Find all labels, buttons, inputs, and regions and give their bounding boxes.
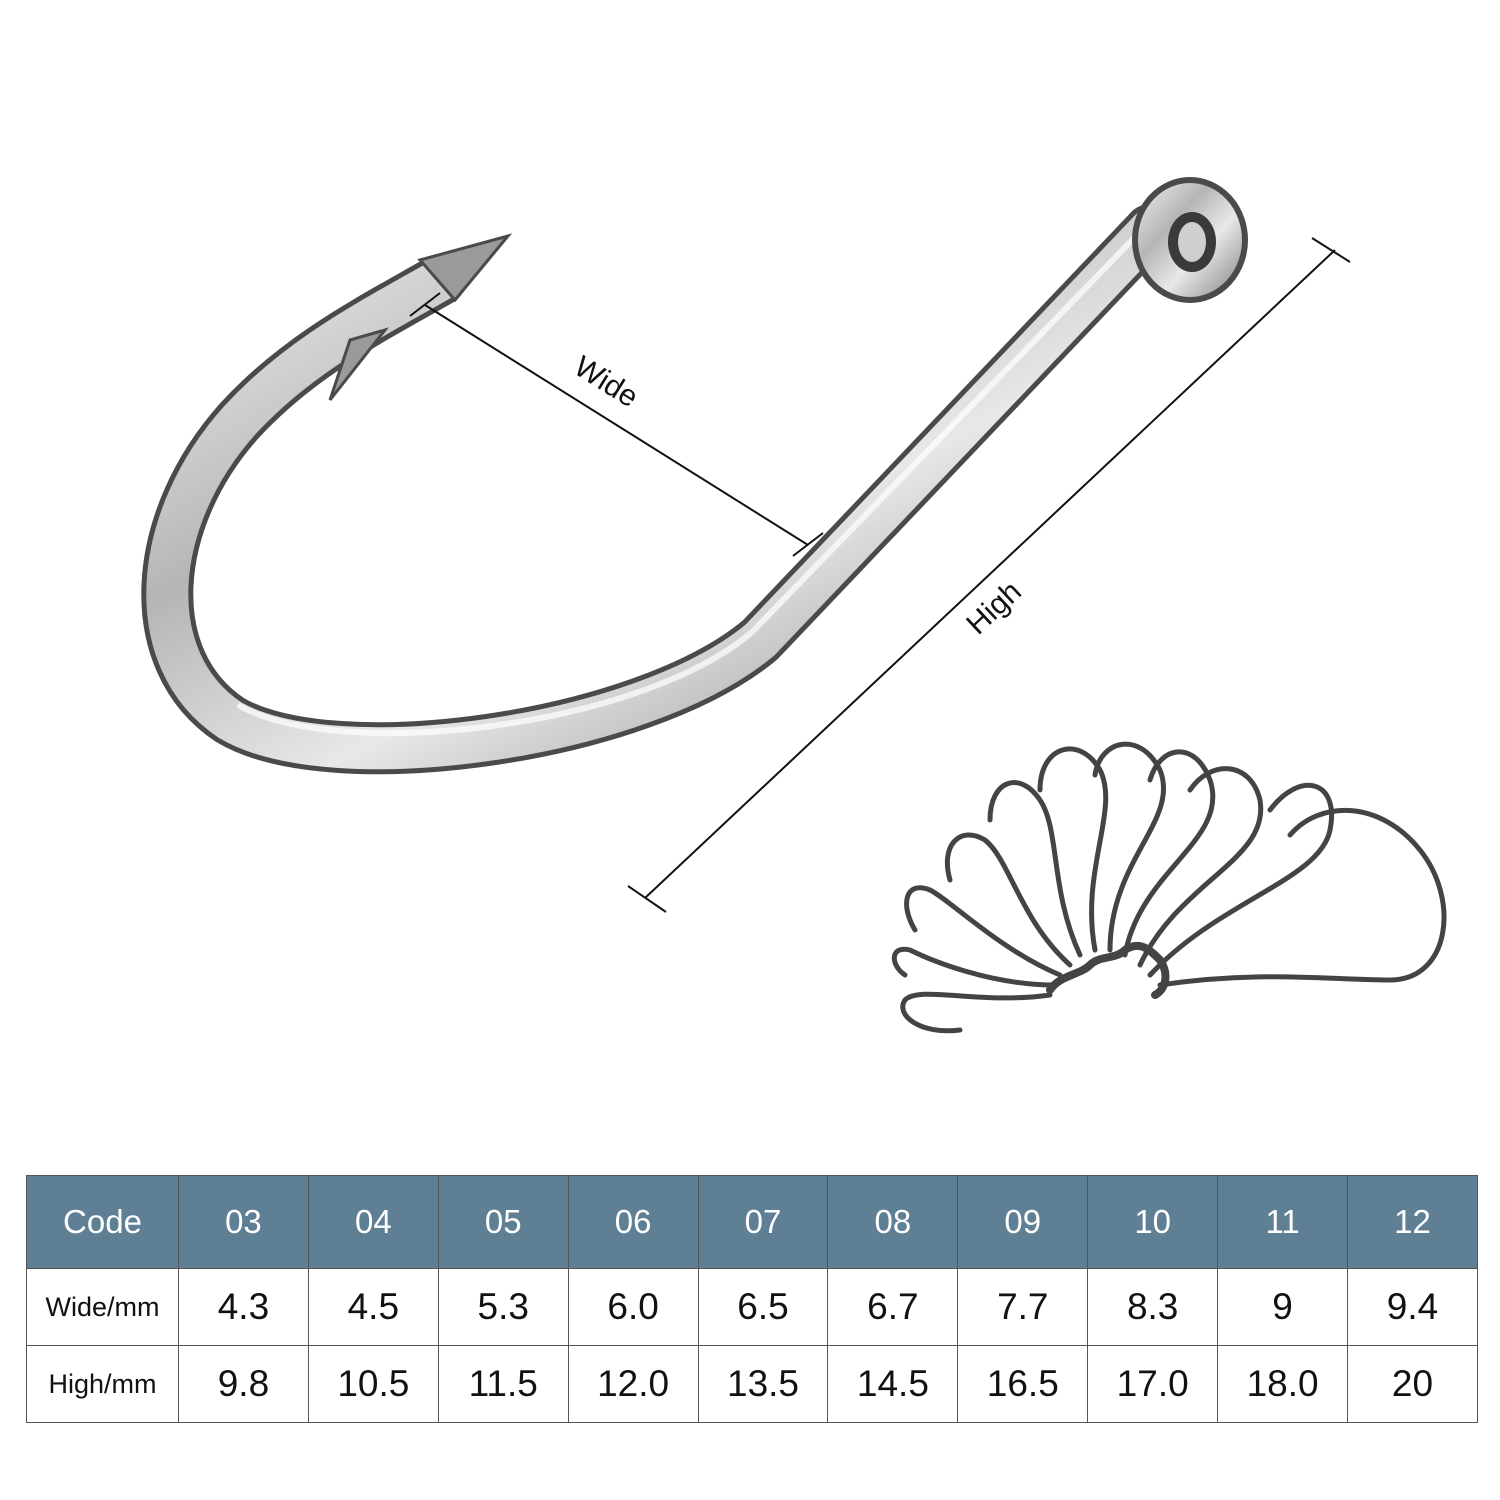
table-cell: 13.5 [697, 1345, 829, 1423]
table-cell: 4.3 [178, 1268, 309, 1346]
table-cell: 7.7 [957, 1268, 1089, 1346]
small-hooks-image [891, 741, 1447, 1034]
large-hook-image [141, 177, 1248, 775]
table-cell: 9.4 [1347, 1268, 1478, 1346]
table-cell: 6.0 [567, 1268, 699, 1346]
wide-label: Wide [568, 350, 643, 414]
header-size-05: 05 [437, 1175, 569, 1269]
table-cell: 9 [1217, 1268, 1349, 1346]
table-cell: 11.5 [437, 1345, 569, 1423]
table-row-high: High/mm 9.8 10.5 11.5 12.0 13.5 14.5 16.… [26, 1345, 1478, 1423]
header-size-08: 08 [827, 1175, 959, 1269]
table-cell: 4.5 [307, 1268, 439, 1346]
table-header-row: Code 03 04 05 06 07 08 09 10 11 12 [26, 1175, 1478, 1269]
table-cell: 10.5 [307, 1345, 439, 1423]
hook-illustration: Wide High [141, 177, 1447, 1034]
header-size-06: 06 [567, 1175, 699, 1269]
header-size-03: 03 [178, 1175, 309, 1269]
row-label-wide: Wide/mm [26, 1268, 179, 1346]
table-cell: 20 [1347, 1345, 1478, 1423]
header-size-07: 07 [697, 1175, 829, 1269]
header-size-11: 11 [1217, 1175, 1349, 1269]
header-size-12: 12 [1347, 1175, 1478, 1269]
table-cell: 8.3 [1087, 1268, 1219, 1346]
table-cell: 5.3 [437, 1268, 569, 1346]
wide-dimension-line [409, 292, 824, 557]
header-size-04: 04 [307, 1175, 439, 1269]
high-label: High [960, 575, 1028, 641]
table-cell: 6.7 [827, 1268, 959, 1346]
high-dimension-line [627, 237, 1351, 913]
table-cell: 16.5 [957, 1345, 1089, 1423]
table-cell: 9.8 [178, 1345, 309, 1423]
header-code: Code [26, 1175, 179, 1269]
size-spec-table: Code 03 04 05 06 07 08 09 10 11 12 Wide/… [26, 1175, 1478, 1423]
table-row-wide: Wide/mm 4.3 4.5 5.3 6.0 6.5 6.7 7.7 8.3 … [26, 1268, 1478, 1346]
header-size-10: 10 [1087, 1175, 1219, 1269]
table-cell: 12.0 [567, 1345, 699, 1423]
header-size-09: 09 [957, 1175, 1089, 1269]
table-cell: 17.0 [1087, 1345, 1219, 1423]
table-cell: 14.5 [827, 1345, 959, 1423]
table-cell: 6.5 [697, 1268, 829, 1346]
row-label-high: High/mm [26, 1345, 179, 1423]
table-cell: 18.0 [1217, 1345, 1349, 1423]
